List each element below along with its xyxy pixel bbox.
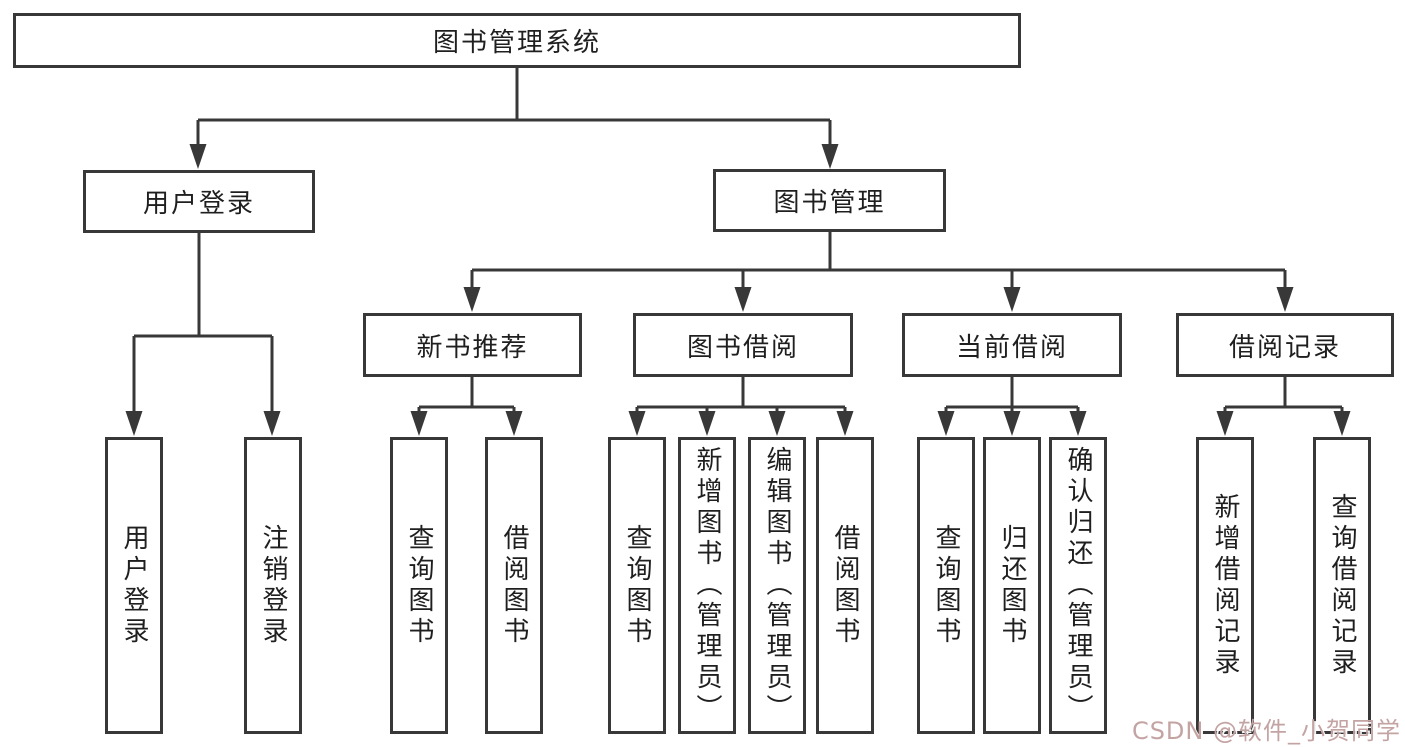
leaf-label: 新增借阅记录 [1210,492,1240,679]
leaf-label: 查询图书 [622,523,652,648]
arrow-down-icon [263,411,281,436]
leaf-add-borrow-record: 新增借阅记录 [1196,437,1254,734]
arrow-down-icon [125,411,143,436]
node-current-borrowing: 当前借阅 [902,313,1122,377]
arrow-down-icon [410,411,428,436]
leaf-label: 查询图书 [931,523,961,648]
arrow-down-icon [1276,287,1294,312]
node-borrowing-records: 借阅记录 [1176,313,1394,377]
arrow-down-icon [1003,287,1021,312]
arrow-down-icon [768,411,786,436]
leaf-label: 借阅图书 [499,523,529,648]
leaf-user-login: 用户登录 [105,437,163,734]
arrow-down-icon [836,411,854,436]
node-new-book-recommend: 新书推荐 [363,313,582,377]
arrow-down-icon [463,287,481,312]
leaf-label: 借阅图书 [830,523,860,648]
leaf-return-books: 归还图书 [983,437,1041,734]
leaf-label: 编辑图书（管理员） [762,446,792,725]
leaf-label: 查询图书 [404,523,434,648]
leaf-label: 归还图书 [997,523,1027,648]
leaf-label: 查询借阅记录 [1327,492,1357,679]
node-book-borrowing: 图书借阅 [633,313,853,377]
leaf-logout: 注销登录 [244,437,302,734]
leaf-confirm-return-admin: 确认归还（管理员） [1049,437,1107,734]
arrow-down-icon [1216,411,1234,436]
leaf-label: 注销登录 [258,523,288,648]
leaf-edit-books-admin: 编辑图书（管理员） [748,437,806,734]
leaf-borrow-books-recommend: 借阅图书 [485,437,543,734]
leaf-borrow-books: 借阅图书 [816,437,874,734]
leaf-label: 新增图书（管理员） [692,446,722,725]
arrow-down-icon [821,144,839,169]
leaf-query-books-borrowing: 查询图书 [608,437,666,734]
arrow-down-icons [125,144,1351,436]
arrow-down-icon [505,411,523,436]
arrow-down-icon [189,144,207,169]
leaf-add-books-admin: 新增图书（管理员） [678,437,736,734]
leaf-label: 确认归还（管理员） [1063,446,1093,725]
leaf-query-books-current: 查询图书 [917,437,975,734]
arrow-down-icon [937,411,955,436]
arrow-down-icon [1069,411,1087,436]
leaf-query-borrow-record: 查询借阅记录 [1313,437,1371,734]
arrow-down-icon [734,287,752,312]
csdn-watermark: CSDN @软件_小贺同学 [1131,717,1401,745]
arrow-down-icon [1003,411,1021,436]
node-library-management-system: 图书管理系统 [13,13,1021,68]
node-user-login: 用户登录 [83,170,315,233]
node-book-management: 图书管理 [713,169,946,232]
leaf-query-books-recommend: 查询图书 [390,437,448,734]
leaf-label: 用户登录 [119,523,149,648]
connector-group [132,68,1344,416]
arrow-down-icon [628,411,646,436]
arrow-down-icon [1333,411,1351,436]
arrow-down-icon [698,411,716,436]
